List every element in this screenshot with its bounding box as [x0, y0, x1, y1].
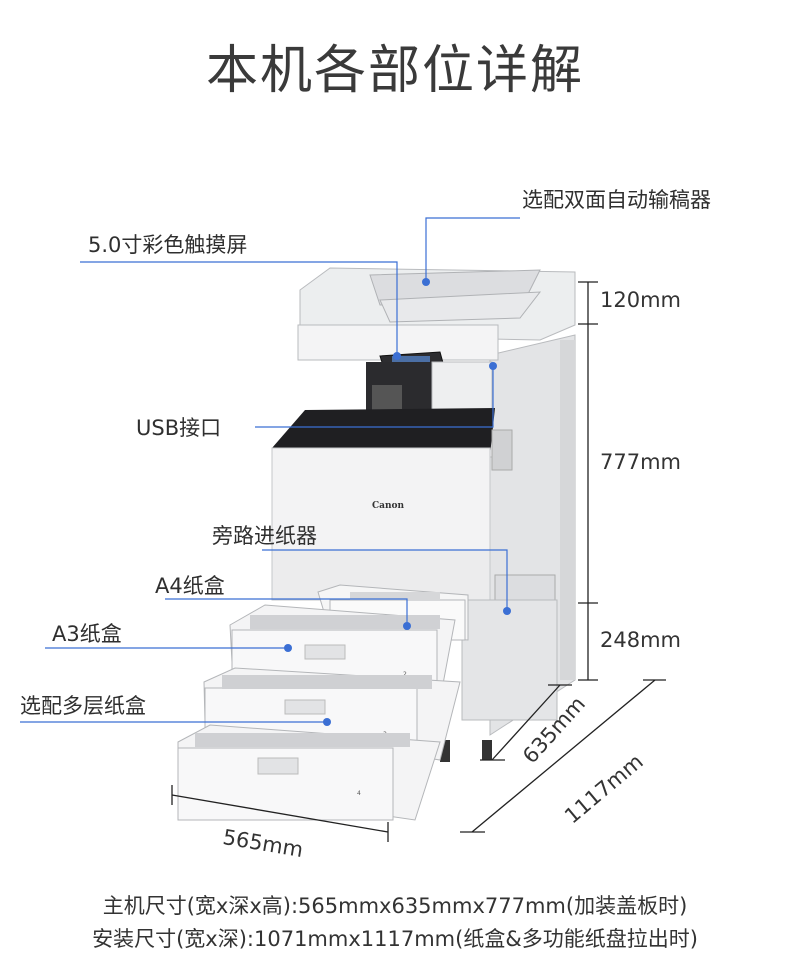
install-depth-dimension-line	[471, 679, 656, 833]
callout-dots	[284, 278, 511, 726]
adf-height-label: 120mm	[600, 288, 681, 312]
multi-cassette-callout-dot	[323, 718, 331, 726]
adf-label: 选配双面自动输稿器	[522, 188, 711, 212]
usb-callout-dot	[489, 362, 497, 370]
usb-callout-line	[255, 366, 494, 428]
a4-callout-dot	[403, 622, 411, 630]
bypass-callout-dot	[503, 607, 511, 615]
a4-callout-line	[165, 598, 408, 626]
touchscreen-label: 5.0寸彩色触摸屏	[88, 233, 248, 257]
tray-number-2: 2	[403, 671, 407, 678]
printer-illustration: Canon 1 2 3	[177, 267, 576, 821]
body-height-label: 777mm	[600, 450, 681, 474]
adf-callout-dot	[422, 278, 430, 286]
a3-callout-dot	[284, 644, 292, 652]
tray-number-4: 4	[357, 790, 361, 797]
footer-main-size: 主机尺寸(宽x深x高):565mmx635mmx777mm(加装盖板时)	[102, 894, 688, 918]
footer-install-size: 安装尺寸(宽x深):1071mmx1117mm(纸盒&多功能纸盘拉出时)	[92, 927, 698, 951]
adf-callout-line	[425, 217, 520, 282]
tray-4: 4	[177, 724, 441, 821]
bypass-label: 旁路进纸器	[212, 524, 317, 548]
width-dimension-line	[171, 794, 389, 833]
depth-dimension-line	[491, 684, 561, 761]
page-title: 本机各部位详解	[205, 41, 584, 101]
callout-lines	[20, 217, 520, 723]
a4-cassette-label: A4纸盒	[155, 574, 225, 598]
touchscreen-callout-line	[80, 261, 398, 356]
brand-logo: Canon	[372, 501, 405, 511]
multi-cassette-label: 选配多层纸盒	[20, 694, 146, 718]
a3-cassette-label: A3纸盒	[52, 622, 122, 646]
cassette-height-label: 248mm	[600, 628, 681, 652]
usb-label: USB接口	[136, 416, 222, 440]
touchscreen-callout-dot	[393, 352, 401, 360]
bypass-callout-line	[262, 549, 508, 611]
dimension-lines	[171, 281, 666, 842]
